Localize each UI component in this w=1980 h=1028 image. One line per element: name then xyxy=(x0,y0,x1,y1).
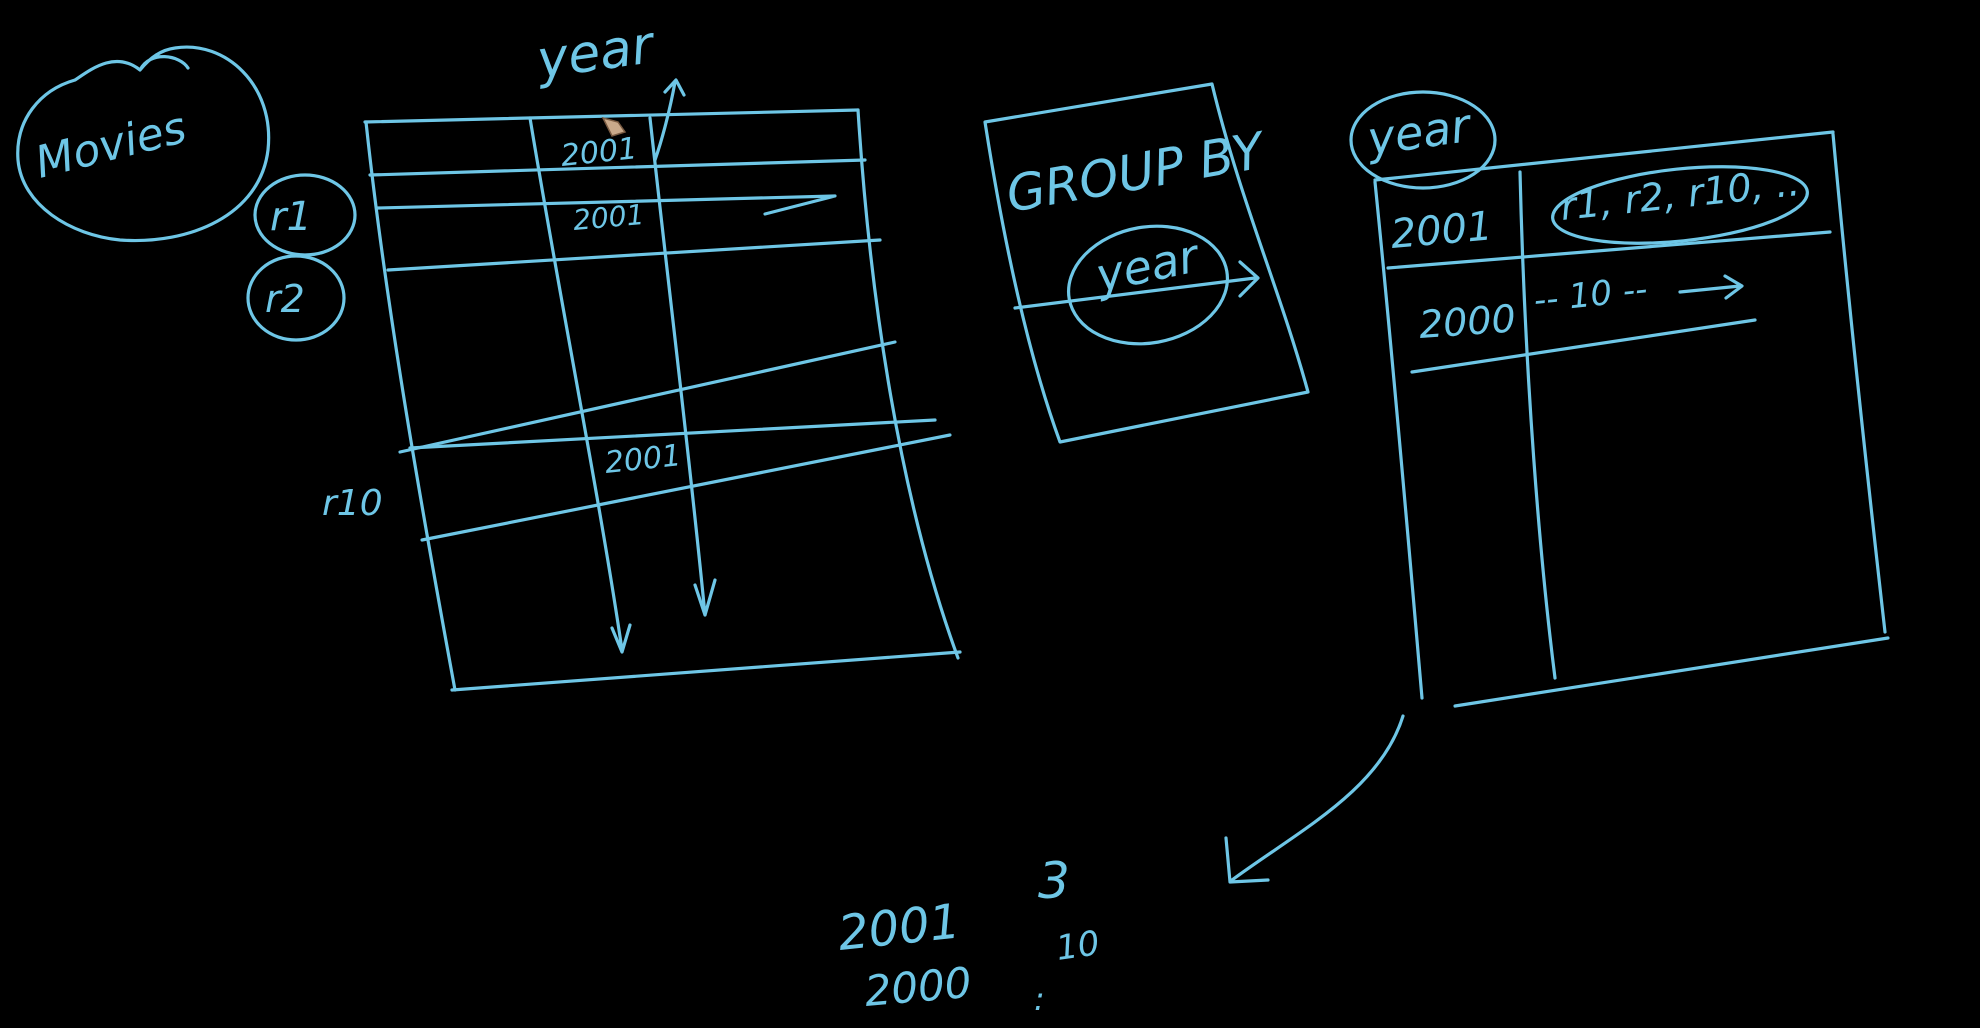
source-table-row-line xyxy=(376,194,837,216)
grouped-table-right-edge xyxy=(1831,132,1887,634)
source-table-left-edge xyxy=(364,120,457,692)
group-by-column-circle xyxy=(1066,224,1230,346)
grouped-table: year 2001 r1, r2, r10, .. 2000 -- 10 -- xyxy=(1349,90,1890,708)
grouped-row-value: -- 10 -- xyxy=(1532,269,1650,321)
source-table-column-line xyxy=(528,116,632,654)
pen-cursor-icon xyxy=(601,116,627,137)
source-table-row-line xyxy=(368,158,867,177)
year-column-header: year xyxy=(531,15,660,91)
grouped-table-row-line xyxy=(1410,318,1757,374)
grouped-table-row-line xyxy=(1386,230,1832,270)
group-by-box: GROUP BY year xyxy=(983,82,1310,444)
source-table-row-line xyxy=(420,433,952,542)
result-arrow xyxy=(1224,714,1405,884)
grouped-table-left-edge xyxy=(1373,180,1424,700)
result-count: 3 xyxy=(1038,852,1070,910)
source-table-bottom-edge xyxy=(450,650,962,692)
source-table-row-line xyxy=(398,340,897,454)
group-by-keyword: GROUP BY xyxy=(1002,121,1271,224)
year-header-arrow xyxy=(653,78,686,162)
grouped-row-key: 2000 xyxy=(1418,296,1518,347)
source-table-right-edge xyxy=(856,108,960,660)
cell-year-row1: 2001 xyxy=(572,198,646,237)
grouped-row-arrow xyxy=(1678,274,1744,300)
cell-year-row10: 2001 xyxy=(603,438,683,481)
source-table: year 2001 2001 2001 xyxy=(363,15,962,692)
grouped-table-bottom-edge xyxy=(1453,636,1890,708)
row-labels: r1 r2 r10 xyxy=(246,173,383,524)
source-table-column-line xyxy=(648,116,717,617)
grouped-row-key: 2001 xyxy=(1389,203,1494,258)
movies-label-group: Movies xyxy=(16,45,271,243)
grouped-header-circle xyxy=(1349,90,1497,190)
result-count: 10 xyxy=(1054,923,1102,969)
grouped-table-top-edge xyxy=(1373,130,1835,182)
result-key: 2001 xyxy=(835,893,962,961)
r1-label: r1 xyxy=(270,194,312,240)
grouped-table-header: year xyxy=(1362,98,1476,166)
grouped-table-divider xyxy=(1518,170,1557,680)
group-by-arrow xyxy=(1013,260,1260,310)
source-table-row-line xyxy=(408,418,937,450)
r10-label: r10 xyxy=(322,483,383,524)
movies-text: Movies xyxy=(30,102,191,189)
r1-circle xyxy=(253,173,357,257)
source-table-row-line xyxy=(386,238,882,272)
r2-label: r2 xyxy=(265,277,305,321)
movies-blob xyxy=(16,45,271,243)
r2-circle xyxy=(246,254,346,342)
grouped-row-value-circle xyxy=(1551,165,1809,245)
result-list: 2001 3 2000 10 : xyxy=(835,852,1102,1018)
cell-year-header-value: 2001 xyxy=(559,131,639,174)
result-ellipsis: : xyxy=(1034,980,1045,1018)
group-by-frame xyxy=(983,82,1310,444)
source-table-top-edge xyxy=(363,108,860,124)
result-key: 2000 xyxy=(863,958,974,1016)
